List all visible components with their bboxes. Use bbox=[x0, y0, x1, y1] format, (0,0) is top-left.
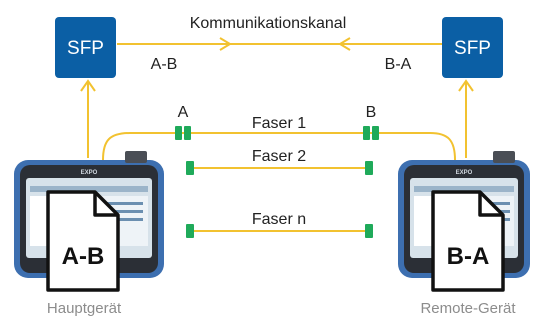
chevron-right-icon bbox=[219, 37, 232, 51]
connector-b bbox=[363, 126, 379, 140]
sfp-module-left: SFP bbox=[55, 17, 116, 78]
file-label-right: B-A bbox=[447, 243, 490, 270]
connector-b-label: B bbox=[366, 104, 377, 121]
device-left-caption: Hauptgerät bbox=[47, 300, 122, 317]
fiber-n-label: Faser n bbox=[252, 211, 306, 228]
chevron-left-icon bbox=[338, 37, 351, 51]
connector-a-label: A bbox=[178, 104, 189, 121]
device-left-brand: EXPO bbox=[81, 170, 98, 176]
connector-fiber-2-right bbox=[365, 161, 373, 175]
sfp-module-right: SFP bbox=[442, 17, 503, 78]
connector-fiber-2-left bbox=[186, 161, 194, 175]
file-label-left: A-B bbox=[62, 243, 105, 270]
sfp-label-left: SFP bbox=[67, 38, 104, 59]
fiber-1-label: Faser 1 bbox=[252, 115, 306, 132]
direction-label-right: B-A bbox=[385, 56, 412, 73]
sfp-label-right: SFP bbox=[454, 38, 491, 59]
file-icon-right: B-A bbox=[431, 190, 505, 292]
direction-label-left: A-B bbox=[151, 56, 178, 73]
file-icon-left: A-B bbox=[46, 190, 120, 292]
channel-title: Kommunikationskanal bbox=[190, 15, 347, 32]
fiber-1-line bbox=[102, 132, 456, 161]
connector-a bbox=[175, 126, 191, 140]
device-right-caption: Remote-Gerät bbox=[420, 300, 516, 317]
arrow-up-right-head bbox=[458, 79, 474, 92]
device-right-brand: EXPO bbox=[456, 170, 473, 176]
connector-fiber-n-left bbox=[186, 224, 194, 238]
arrow-up-left-head bbox=[80, 79, 96, 92]
fiber-2-label: Faser 2 bbox=[252, 148, 306, 165]
connector-fiber-n-right bbox=[365, 224, 373, 238]
